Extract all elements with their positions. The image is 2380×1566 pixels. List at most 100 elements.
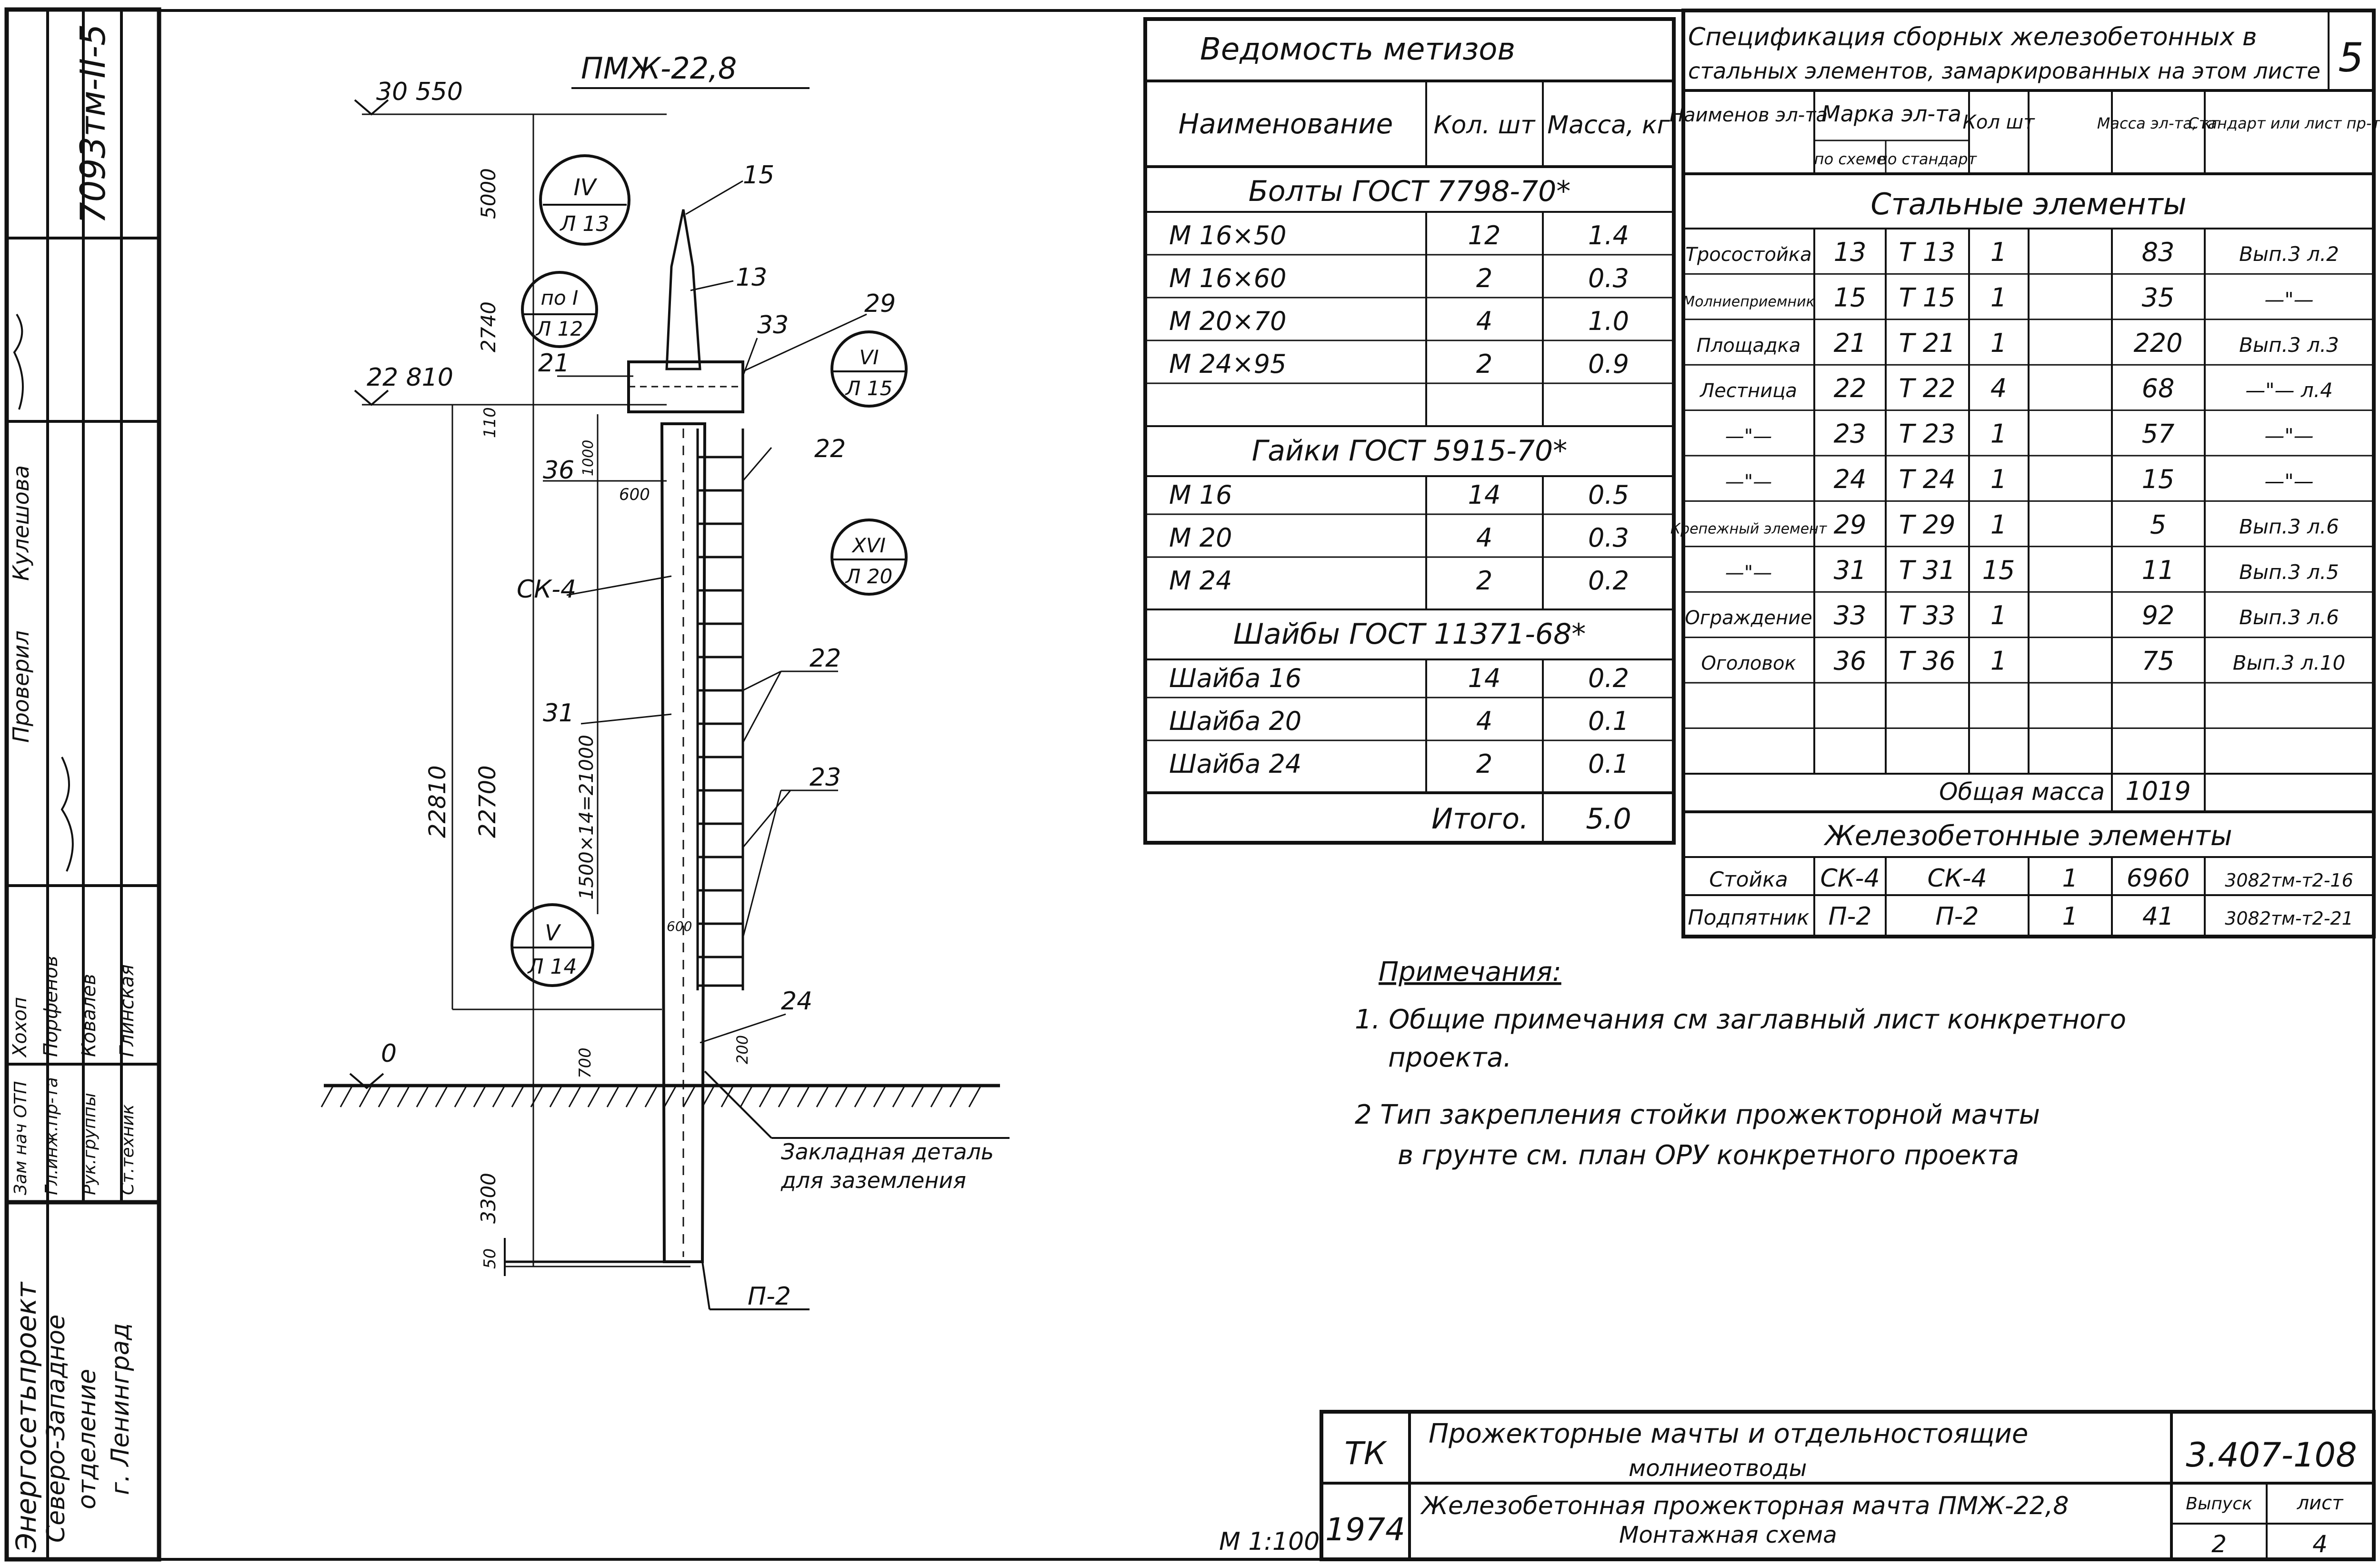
svg-text:IV: IV (574, 174, 598, 201)
spec-item-reference: Вып.3 л.10 (2233, 651, 2346, 675)
spec-table: Спецификация сборных железобетонных в ст… (1670, 9, 2380, 938)
role-3: Рук.группы (80, 1093, 100, 1195)
hardware-item-mass: 0.5 (1588, 480, 1629, 510)
hardware-group-heading: Шайбы ГОСТ 11371-68* (1233, 618, 1586, 651)
spec-item-mass: 15 (2142, 464, 2175, 494)
spec-item-qty: 1 (1990, 237, 2007, 267)
hardware-item-qty: 4 (1476, 523, 1492, 553)
hardware-total-value: 5.0 (1586, 802, 1631, 836)
notes: Примечания: 1. Общие примечания см загла… (1355, 957, 2126, 1171)
rc-item-qty: 1 (2062, 864, 2078, 893)
hardware-item-mass: 0.2 (1588, 566, 1629, 596)
spec-item-qty: 1 (1990, 328, 2007, 358)
signature-2 (60, 757, 74, 872)
spec-item-name: Площадка (1697, 335, 1801, 357)
name-3: Ковалев (78, 974, 100, 1057)
org-name-3: отделение (73, 1369, 101, 1509)
issue-value: 2 (2211, 1530, 2227, 1558)
svg-text:по I: по I (541, 286, 579, 309)
mast-title: ПМЖ-22,8 (581, 51, 737, 86)
spec-item-scheme-mark: 36 (1834, 646, 1867, 676)
spec-item-standard-mark: Т 23 (1899, 419, 1956, 449)
role-4: Ст.техник (118, 1104, 138, 1195)
dim-600-top: 600 (619, 485, 650, 504)
spec-col-by-standard: по стандарт (1878, 150, 1977, 168)
embedded-label-1: Закладная деталь (781, 1139, 994, 1165)
sheet-number: 5 (2338, 34, 2363, 81)
spec-item-mass: 35 (2142, 282, 2175, 312)
spec-item-qty: 4 (1990, 373, 2007, 403)
leader-21: 21 (538, 349, 570, 378)
hardware-item-mass: 1.4 (1588, 220, 1629, 250)
spec-item-name: —"— (1725, 426, 1772, 448)
svg-text:Л 15: Л 15 (845, 377, 892, 400)
hardware-col-qty: Кол. шт (1434, 111, 1536, 140)
hardware-item-mass: 0.1 (1588, 749, 1629, 779)
name-2: Порфенов (40, 956, 62, 1057)
leader-24: 24 (781, 987, 812, 1016)
dim-2740: 2740 (477, 301, 500, 352)
leader-33: 33 (757, 311, 789, 339)
rc-elements-title: Железобетонные элементы (1823, 819, 2232, 852)
rc-item-scheme-mark: СК-4 (1820, 864, 1880, 893)
sheet-title-2: Монтажная схема (1619, 1522, 1837, 1548)
rc-item-name: Подпятник (1688, 906, 1810, 930)
hardware-group-heading: Болты ГОСТ 7798-70* (1249, 175, 1571, 208)
series-title-2: молниеотводы (1629, 1455, 1807, 1482)
spec-item-qty: 1 (1990, 282, 2007, 312)
spec-item-scheme-mark: 23 (1834, 419, 1867, 449)
note-1: 1. Общие примечания см заглавный лист ко… (1355, 1004, 2126, 1035)
spec-item-name: —"— (1725, 471, 1772, 493)
spec-item-mass: 57 (2142, 419, 2175, 449)
hardware-item-qty: 14 (1468, 663, 1501, 693)
spec-item-standard-mark: Т 33 (1899, 600, 1956, 630)
spec-title-1: Спецификация сборных железобетонных в (1688, 23, 2257, 51)
hardware-item-mass: 0.9 (1588, 349, 1629, 379)
spec-col-by-scheme: по схеме (1814, 150, 1886, 168)
hardware-item-name: М 16×50 (1169, 220, 1286, 250)
hardware-item-name: Шайба 16 (1169, 663, 1301, 693)
spec-col-mass: Масса эл-та, кг (2097, 114, 2220, 132)
leader-22b: 22 (810, 644, 841, 673)
spec-item-reference: —"— л.4 (2245, 379, 2333, 402)
hardware-item-qty: 4 (1476, 706, 1492, 736)
hardware-item-name: М 20 (1169, 523, 1232, 553)
org-name-4: г. Ленинград (106, 1323, 135, 1495)
spec-item-reference: —"— (2264, 469, 2313, 493)
doc-code: 7093тм-II-5 (73, 24, 113, 224)
spec-item-scheme-mark: 31 (1834, 555, 1867, 585)
spec-item-scheme-mark: 33 (1834, 600, 1867, 630)
spec-item-qty: 1 (1990, 600, 2007, 630)
spec-item-qty: 1 (1990, 646, 2007, 676)
spec-item-qty: 1 (1990, 509, 2007, 539)
callout-po-i: по I Л 12 (521, 271, 598, 348)
hardware-item-mass: 0.1 (1588, 706, 1629, 736)
hardware-col-mass: Масса, кг (1547, 111, 1670, 140)
spec-item-reference: Вып.3 л.6 (2239, 515, 2339, 538)
tk-label: ТК (1344, 1435, 1387, 1472)
hardware-item-qty: 4 (1476, 306, 1492, 336)
year: 1974 (1325, 1511, 1405, 1548)
ladder (696, 429, 744, 990)
callout-v: V Л 14 (510, 903, 594, 987)
lightning-rod (665, 209, 701, 370)
spec-item-mass: 92 (2142, 600, 2175, 630)
dim-1000: 1000 (580, 440, 597, 476)
rc-item-mass: 41 (2142, 902, 2174, 931)
dim-22810: 22810 (424, 765, 451, 838)
spec-item-mass: 5 (2150, 509, 2166, 539)
hardware-item-name: М 16 (1169, 480, 1232, 510)
dim-110: 110 (480, 407, 500, 438)
spec-item-standard-mark: Т 15 (1899, 282, 1956, 312)
dim-50: 50 (480, 1248, 500, 1269)
hardware-item-qty: 2 (1476, 566, 1492, 596)
spec-item-standard-mark: Т 24 (1899, 464, 1956, 494)
spec-item-qty: 15 (1982, 555, 2015, 585)
spec-item-standard-mark: Т 13 (1899, 237, 1956, 267)
leader-ck4: СК-4 (517, 575, 576, 604)
hardware-group-heading: Гайки ГОСТ 5915-70* (1252, 434, 1567, 468)
spec-col-qty: Кол шт (1962, 111, 2035, 133)
hardware-item-name: М 20×70 (1169, 306, 1286, 336)
